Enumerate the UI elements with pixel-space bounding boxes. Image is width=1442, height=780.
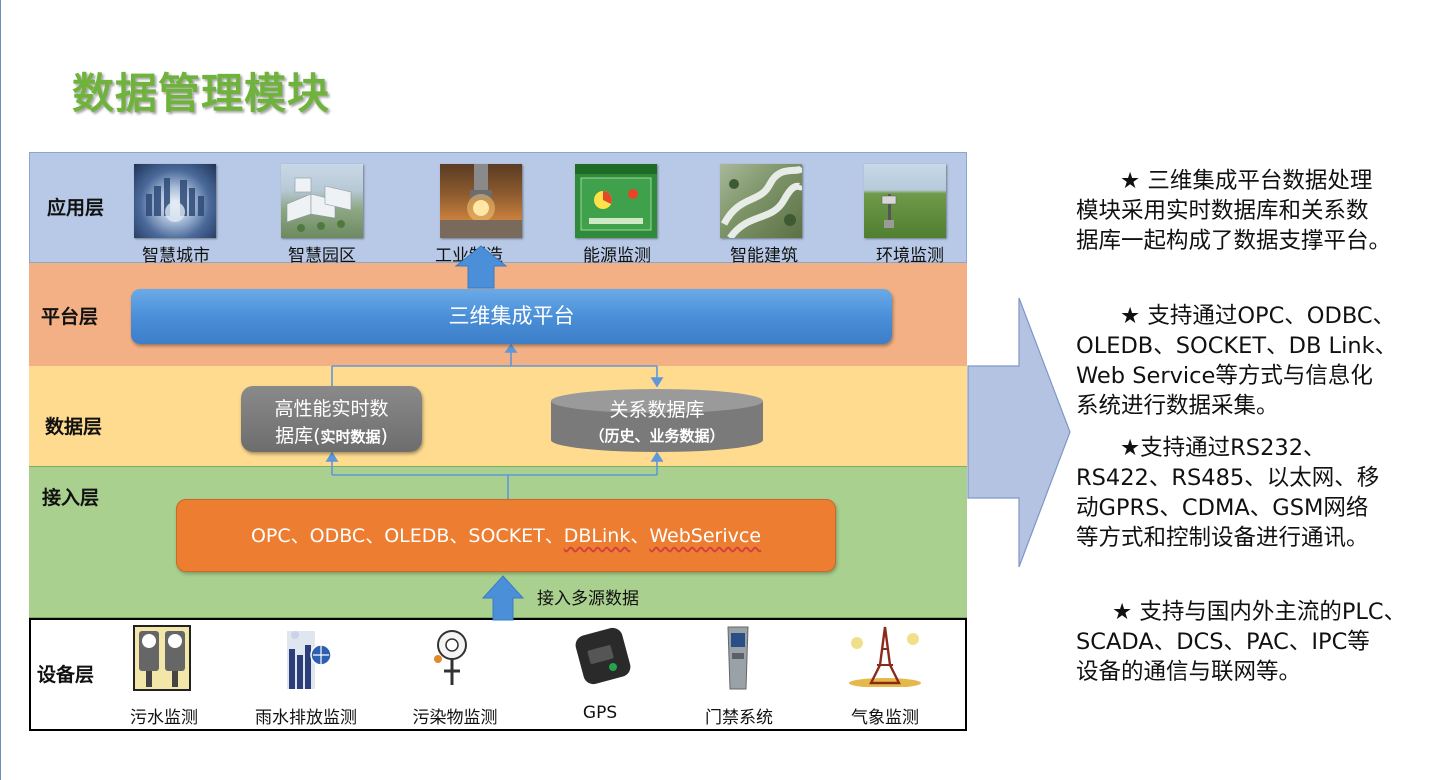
bullet-3: ★支持通过RS232、 RS422、RS485、以太网、移 动GPRS、CDMA… xyxy=(1076,433,1379,553)
app-caption-energy: 能源监测 xyxy=(583,246,651,266)
device-caption-gps: GPS xyxy=(582,703,618,723)
bullet-2: ★ 支持通过OPC、ODBC、 OLEDB、SOCKET、DB Link、 We… xyxy=(1076,301,1397,421)
relational-database-label: 关系数据库 （历史、业务数据） xyxy=(551,395,763,446)
slide-left-rule xyxy=(0,0,1,780)
bullet-2-line-4: 系统进行数据采集。 xyxy=(1076,393,1279,419)
bullet-3-line-2: RS422、RS485、以太网、移 xyxy=(1076,465,1380,491)
bullet-1-line-3: 据库一起构成了数据支撑平台。 xyxy=(1076,228,1392,254)
realtime-db-line2-text: 据库( xyxy=(275,425,321,447)
layer-label-platform: 平台层 xyxy=(41,306,99,328)
access-sep: 、 xyxy=(630,525,650,547)
smart-park-image xyxy=(281,164,363,238)
app-caption-industrial: 工业制造 xyxy=(435,246,503,266)
access-protocols-bar: OPC、ODBC、OLEDB、SOCKET、DBLink、WebSerivce xyxy=(176,499,836,572)
realtime-db-small: 实时数据 xyxy=(320,428,381,446)
data-layer xyxy=(29,366,967,466)
bullet-3-line-1: ★支持通过RS232、 xyxy=(1120,435,1326,461)
bullet-4-line-2: SCADA、DCS、PAC、IPC等 xyxy=(1076,629,1370,655)
page-title: 数据管理模块 xyxy=(72,69,331,118)
device-caption-rainwater: 雨水排放监测 xyxy=(255,708,357,728)
relational-db-line2: （历史、业务数据） xyxy=(589,427,725,445)
access-note: 接入多源数据 xyxy=(537,589,639,609)
realtime-database-box: 高性能实时数 据库(实时数据) xyxy=(241,386,422,452)
bullet-2-line-2: OLEDB、SOCKET、DB Link、 xyxy=(1076,333,1398,359)
bullet-4-line-1: ★ 支持与国内外主流的PLC、 xyxy=(1112,599,1407,625)
big-right-arrow xyxy=(967,297,1071,568)
layer-label-device: 设备层 xyxy=(37,664,95,686)
bullet-3-line-3: 动GPRS、CDMA、GSM网络 xyxy=(1076,495,1369,521)
app-caption-smart-park: 智慧园区 xyxy=(288,246,356,266)
gps-device-icon xyxy=(575,627,631,685)
smart-city-image xyxy=(134,164,216,238)
bullet-4: ★ 支持与国内外主流的PLC、 SCADA、DCS、PAC、IPC等 设备的通信… xyxy=(1076,597,1406,687)
smart-building-image xyxy=(720,164,802,238)
access-protocols-text: OPC、ODBC、OLEDB、SOCKET、 xyxy=(250,525,564,547)
device-caption-access-control: 门禁系统 xyxy=(705,708,773,728)
app-caption-building: 智能建筑 xyxy=(730,246,798,266)
app-caption-smart-city: 智慧城市 xyxy=(142,246,210,266)
bullet-3-line-4: 等方式和控制设备进行通讯。 xyxy=(1076,525,1369,551)
platform-bar: 三维集成平台 xyxy=(131,289,892,344)
access-control-terminal-icon xyxy=(727,626,749,690)
relational-db-line1: 关系数据库 xyxy=(609,399,705,421)
environment-monitoring-image xyxy=(864,164,946,238)
realtime-db-line1: 高性能实时数 xyxy=(274,398,389,420)
device-caption-weather: 气象监测 xyxy=(851,708,919,728)
device-caption-pollutant: 污染物监测 xyxy=(412,708,498,728)
rainwater-discharge-icon xyxy=(287,631,332,689)
access-webservice: WebSerivce xyxy=(649,525,762,547)
access-dblink: DBLink xyxy=(563,525,631,547)
app-caption-environment: 环境监测 xyxy=(876,246,944,266)
layer-label-data: 数据层 xyxy=(45,416,103,438)
bullet-1: ★ 三维集成平台数据处理 模块采用实时数据库和关系数 据库一起构成了数据支撑平台… xyxy=(1076,166,1391,256)
pollutant-monitor-icon xyxy=(434,630,467,685)
bullet-1-line-2: 模块采用实时数据库和关系数 xyxy=(1076,198,1369,224)
layer-label-app: 应用层 xyxy=(47,197,105,219)
realtime-db-close: ) xyxy=(380,425,388,447)
industrial-manufacturing-image xyxy=(440,164,522,238)
bullet-2-line-3: Web Service等方式与信息化 xyxy=(1076,363,1373,389)
device-caption-wastewater: 污水监测 xyxy=(130,708,198,728)
wastewater-meter-icon xyxy=(133,625,191,691)
energy-monitoring-image xyxy=(575,164,657,238)
layer-label-access: 接入层 xyxy=(42,487,100,509)
bullet-2-line-1: ★ 支持通过OPC、ODBC、 xyxy=(1120,303,1396,329)
bullet-4-line-3: 设备的通信与联网等。 xyxy=(1076,659,1302,685)
bullet-1-line-1: ★ 三维集成平台数据处理 xyxy=(1120,168,1373,194)
realtime-db-line2: 据库(实时数据) xyxy=(241,421,422,448)
weather-station-icon xyxy=(849,626,921,687)
